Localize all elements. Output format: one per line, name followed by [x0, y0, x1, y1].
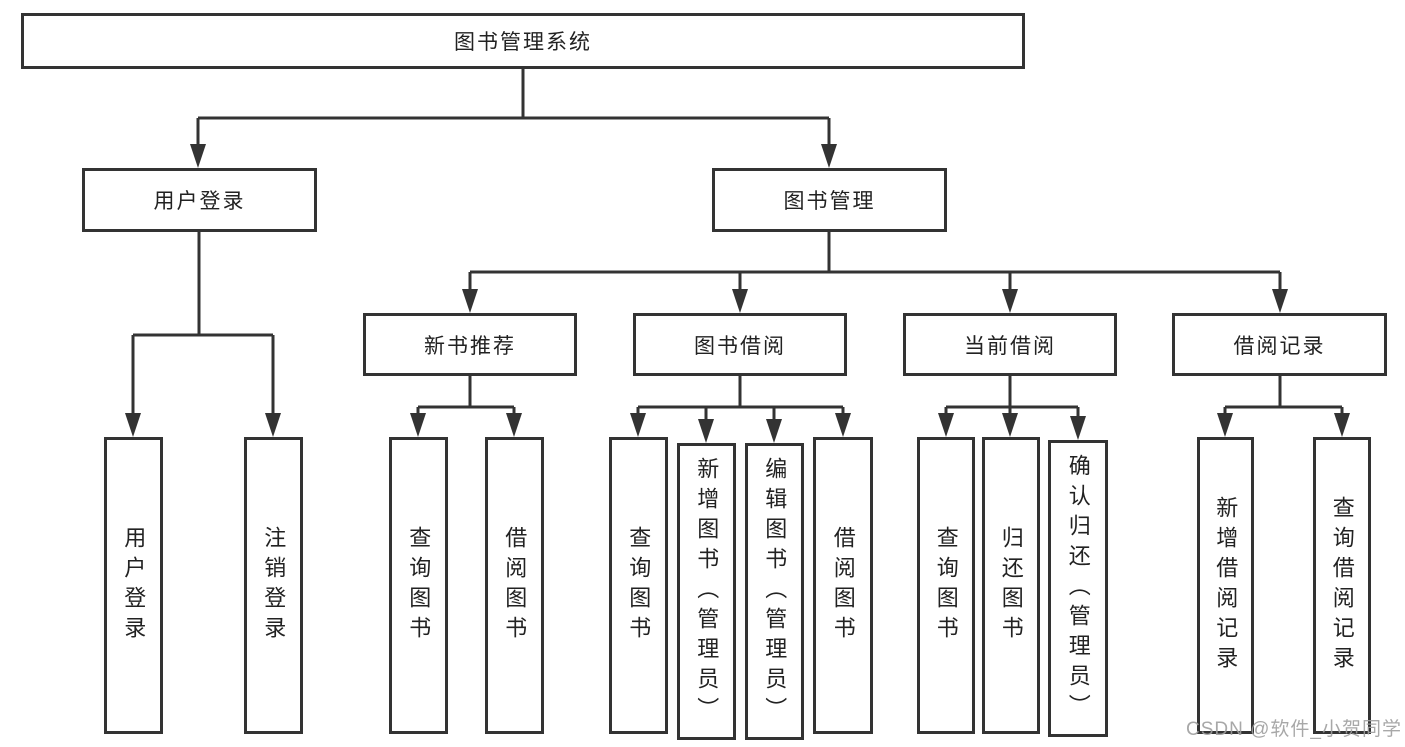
node-borrow-records: 借阅记录 — [1172, 313, 1387, 376]
node-user-login: 用户登录 — [82, 168, 317, 232]
arrowhead — [462, 289, 478, 313]
node-current-borrow: 当前借阅 — [903, 313, 1117, 376]
node-root: 图书管理系统 — [21, 13, 1025, 69]
arrowhead — [732, 289, 748, 313]
node-book-management-label: 图书管理 — [783, 190, 876, 213]
leaf-edit-books-admin: 编辑图书（管理员） — [745, 443, 804, 740]
leaf-edit-books-admin-label: 编辑图书（管理员） — [762, 456, 788, 727]
connector-records-branch — [1223, 376, 1344, 419]
arrowhead — [1217, 413, 1233, 437]
leaf-recommend-query-books-label: 查询图书 — [406, 525, 432, 646]
arrowhead — [190, 144, 206, 168]
node-book-management: 图书管理 — [712, 168, 947, 232]
leaf-borrow-query-books: 查询图书 — [609, 437, 668, 734]
leaf-borrow-books-label: 借阅图书 — [830, 525, 856, 646]
node-new-book-recommend-label: 新书推荐 — [424, 334, 516, 358]
arrowhead — [766, 419, 782, 443]
leaf-recommend-query-books: 查询图书 — [389, 437, 448, 734]
leaf-add-books-admin-label: 新增图书（管理员） — [694, 456, 720, 727]
leaf-borrow-query-books-label: 查询图书 — [626, 525, 652, 646]
connector-root-to-level2 — [196, 69, 831, 150]
arrowhead — [1334, 413, 1350, 437]
node-user-login-label: 用户登录 — [153, 190, 246, 213]
csdn-watermark: CSDN @软件_小贺同学 — [1186, 719, 1402, 740]
leaf-borrow-books: 借阅图书 — [813, 437, 873, 734]
connector-borrow-branch — [636, 376, 845, 425]
leaf-add-books-admin: 新增图书（管理员） — [677, 443, 736, 740]
arrowhead — [1070, 416, 1086, 440]
node-borrow-records-label: 借阅记录 — [1233, 334, 1326, 358]
leaf-return-books-label: 归还图书 — [998, 525, 1024, 646]
arrowheads — [125, 144, 1350, 443]
arrowhead — [125, 413, 141, 437]
connector-login-to-leaves — [131, 232, 275, 419]
arrowhead — [506, 413, 522, 437]
connector-recommend-branch — [416, 376, 516, 419]
node-new-book-recommend: 新书推荐 — [363, 313, 577, 376]
arrowhead — [821, 144, 837, 168]
arrowhead — [410, 413, 426, 437]
node-book-borrow: 图书借阅 — [633, 313, 847, 376]
leaf-current-query-books-label: 查询图书 — [933, 525, 959, 646]
leaf-logout: 注销登录 — [244, 437, 303, 734]
connector-mgmt-to-level3 — [468, 232, 1282, 295]
leaf-query-borrow-record-label: 查询借阅记录 — [1329, 495, 1355, 676]
node-book-borrow-label: 图书借阅 — [694, 334, 786, 358]
leaf-confirm-return-admin-label: 确认归还（管理员） — [1065, 453, 1091, 724]
leaf-query-borrow-record: 查询借阅记录 — [1313, 437, 1371, 734]
leaf-user-login-label: 用户登录 — [121, 525, 147, 646]
node-root-label: 图书管理系统 — [454, 31, 592, 54]
arrowhead — [630, 413, 646, 437]
leaf-confirm-return-admin: 确认归还（管理员） — [1048, 440, 1108, 737]
leaf-return-books: 归还图书 — [982, 437, 1040, 734]
leaf-add-borrow-record: 新增借阅记录 — [1197, 437, 1254, 734]
leaf-current-query-books: 查询图书 — [917, 437, 975, 734]
leaf-user-login: 用户登录 — [104, 437, 163, 734]
arrowhead — [938, 413, 954, 437]
arrowhead — [1002, 413, 1018, 437]
arrowhead — [1002, 289, 1018, 313]
arrowhead — [265, 413, 281, 437]
node-current-borrow-label: 当前借阅 — [964, 334, 1056, 358]
leaf-recommend-borrow-books: 借阅图书 — [485, 437, 544, 734]
arrowhead — [698, 419, 714, 443]
arrowhead — [1272, 289, 1288, 313]
arrowhead — [835, 413, 851, 437]
leaf-add-borrow-record-label: 新增借阅记录 — [1213, 495, 1239, 676]
leaf-logout-label: 注销登录 — [261, 525, 287, 646]
leaf-recommend-borrow-books-label: 借阅图书 — [502, 525, 528, 646]
